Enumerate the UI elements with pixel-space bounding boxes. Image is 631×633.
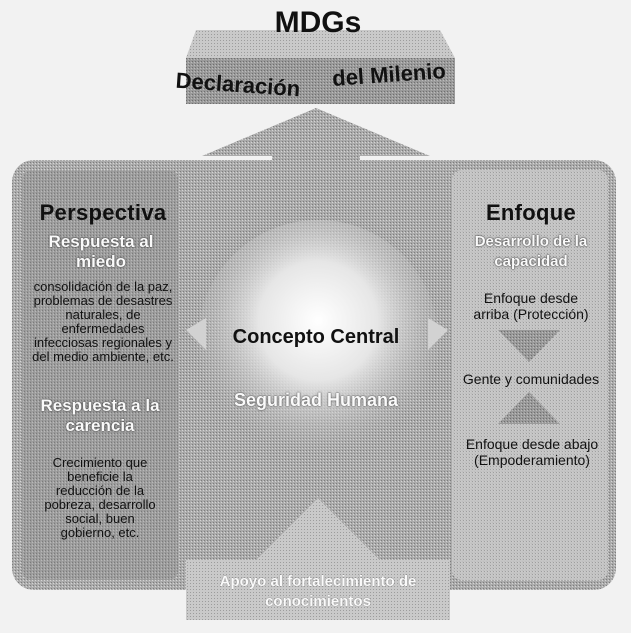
right-column [452,170,608,580]
right-panel-title: Enfoque [485,200,577,225]
center-subtitle: Seguridad Humana [233,390,399,410]
bottom-box-text: Apoyo al fortalecimiento de conocimiento… [219,573,417,610]
left-section2-heading: Respuesta a la carencia [40,396,160,435]
hourglass-top [498,330,560,362]
left-section2-text: Crecimiento que beneficie la reducción d… [44,455,156,540]
left-column [22,170,178,580]
banner-shape [186,58,455,104]
center-title: Concepto Central [232,326,400,348]
up-arrow [202,108,430,170]
banner-top-face [186,30,455,58]
center-glow [198,220,438,460]
bottom-arrow [256,498,380,560]
bottom-box [186,560,450,620]
right-item-top: Enfoque desde arriba (Protección) [473,290,589,322]
banner-title: MDGs [274,6,362,39]
right-panel-heading: Desarrollo de la capacidad [474,233,588,270]
left-arrow [186,318,206,350]
left-panel-title: Perspectiva [39,200,167,225]
right-item-bottom: Enfoque desde abajo (Empoderamiento) [465,436,599,468]
right-item-middle: Gente y comunidades [462,371,600,387]
left-section1-text: consolidación de la paz, problemas de de… [32,279,174,364]
hourglass-bottom [498,392,560,424]
left-section1-heading: Respuesta al miedo [48,232,154,271]
right-arrow [428,318,448,350]
